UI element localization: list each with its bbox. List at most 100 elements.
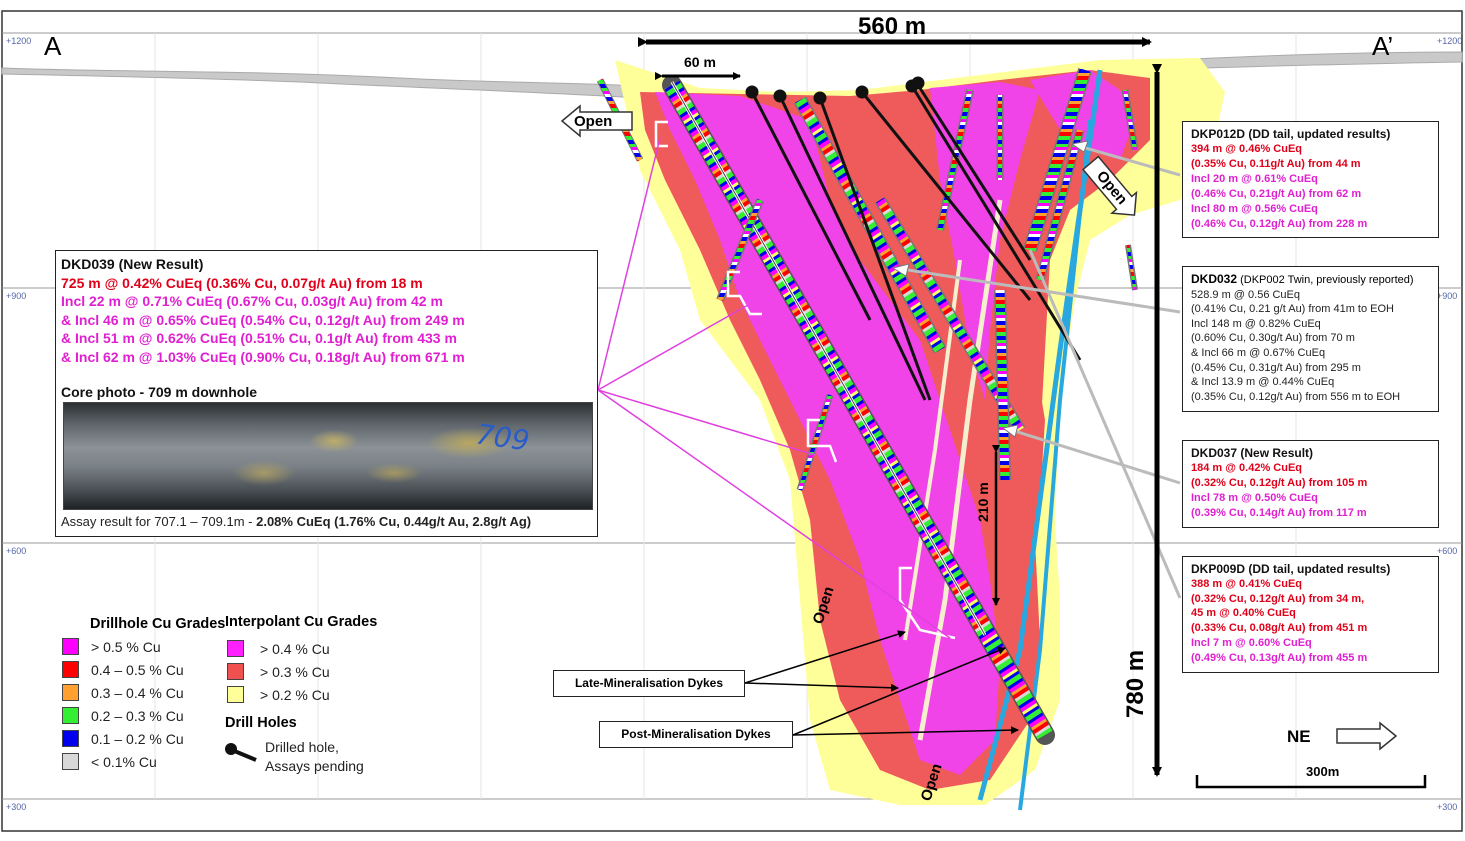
label-a-prime: A’ xyxy=(1372,31,1393,61)
legend-drillhole-item: 0.2 – 0.3 % Cu xyxy=(62,707,184,725)
ne-arrow xyxy=(1336,721,1398,751)
elev-1200-right: +1200 xyxy=(1437,36,1462,46)
elev-600-left: +600 xyxy=(6,546,26,556)
legend-interp-item: > 0.3 % Cu xyxy=(227,663,330,681)
legend-swatch xyxy=(62,661,79,679)
legend-interp-item: > 0.2 % Cu xyxy=(227,686,330,704)
scale-bar xyxy=(1195,775,1427,789)
elev-300-left: +300 xyxy=(6,802,26,812)
dimension-arrows xyxy=(638,37,1162,777)
legend-label: > 0.2 % Cu xyxy=(260,686,330,703)
legend-swatch xyxy=(62,707,79,725)
depth-780-label: 780 m xyxy=(1122,650,1149,718)
assay-value: 2.08% CuEq (1.76% Cu, 0.44g/t Au, 2.8g/t… xyxy=(256,514,532,529)
assay-prefix: Assay result for 707.1 – 709.1m - xyxy=(61,514,257,529)
dkp012d-line-3: (0.46% Cu, 0.21g/t Au) from 62 m xyxy=(1191,188,1362,200)
legend-drillhole-title: Drillhole Cu Grades xyxy=(90,616,226,632)
legend-label: > 0.4 % Cu xyxy=(260,640,330,657)
dkd039-line1: 725 m @ 0.42% CuEq (0.36% Cu, 0.07g/t Au… xyxy=(61,274,423,291)
late-dykes-label: Late-Mineralisation Dykes xyxy=(553,670,745,697)
dkd039-centerline-outline xyxy=(671,81,986,636)
open-label-left: Open xyxy=(574,113,612,130)
legend-interp-item: > 0.4 % Cu xyxy=(227,640,330,658)
dkp009d-line-1: (0.32% Cu, 0.12g/t Au) from 34 m, xyxy=(1191,592,1365,605)
legend-swatch xyxy=(62,638,79,656)
legend-swatch xyxy=(62,753,79,771)
legend-drillhole-item: 0.1 – 0.2 % Cu xyxy=(62,730,184,748)
dykes xyxy=(903,69,1103,811)
depth-210-label: 210 m xyxy=(975,482,991,522)
legend-drilled-line1: Drilled hole, xyxy=(265,739,339,755)
elev-600-right: +600 xyxy=(1437,546,1457,556)
dkd039-line4: & Incl 51 m @ 0.62% CuEq (0.51% Cu, 0.1g… xyxy=(61,330,457,346)
dkd037-callout: DKD037 (New Result) 184 m @ 0.42% CuEq (… xyxy=(1182,440,1439,528)
width-560-label: 560 m xyxy=(858,13,926,40)
open-arrow-right xyxy=(1081,155,1138,216)
interp-high-zone-a xyxy=(655,92,1000,775)
label-a: A xyxy=(44,31,62,61)
pending-drillholes xyxy=(745,76,1082,401)
dkd032-line-1: (0.41% Cu, 0.21 g/t Au) from 41m to EOH xyxy=(1191,303,1394,316)
dkp009d-line-2: 45 m @ 0.40% CuEq xyxy=(1191,607,1296,620)
drilled-hole-symbol xyxy=(225,743,257,762)
legend-drillhole-item: 0.3 – 0.4 % Cu xyxy=(62,684,184,702)
legend-label: 0.4 – 0.5 % Cu xyxy=(91,661,184,678)
legend-label: > 0.5 % Cu xyxy=(91,638,161,655)
legend-label: > 0.3 % Cu xyxy=(260,663,330,680)
core-photo-mark: 709 xyxy=(473,417,532,458)
dkp012d-line-1: (0.35% Cu, 0.11g/t Au) from 44 m xyxy=(1191,158,1361,170)
elev-900-left: +900 xyxy=(6,291,26,301)
legend-drillhole-item: > 0.5 % Cu xyxy=(62,638,161,656)
width-60-label: 60 m xyxy=(684,54,716,70)
leader-lines xyxy=(597,137,951,639)
dkd032-subtitle: (DKP002 Twin, previously reported) xyxy=(1237,274,1414,286)
other-drillholes xyxy=(596,67,1139,492)
legend-swatch xyxy=(227,686,244,704)
dkd037-title: DKD037 (New Result) xyxy=(1191,446,1314,460)
core-photo: 709 xyxy=(63,402,593,510)
dkd032-line-6: & Incl 13.9 m @ 0.44% CuEq xyxy=(1191,376,1335,389)
interp-mid-zone-d xyxy=(1000,330,1045,560)
dkd037-line-2: Incl 78 m @ 0.50% CuEq xyxy=(1191,492,1318,504)
dkd032-line-5: (0.45% Cu, 0.31g/t Au) from 295 m xyxy=(1191,361,1361,374)
legend-drilled-line2: Assays pending xyxy=(265,758,364,774)
dkp012d-line-4: Incl 80 m @ 0.56% CuEq xyxy=(1191,203,1318,215)
dkp009d-callout: DKP009D (DD tail, updated results) 388 m… xyxy=(1182,556,1439,673)
post-min-dyke-2 xyxy=(1018,119,1092,811)
legend-label: 0.3 – 0.4 % Cu xyxy=(91,684,184,701)
dkd037-line-0: 184 m @ 0.42% CuEq xyxy=(1191,462,1302,474)
dkd037-line-3: (0.39% Cu, 0.14g/t Au) from 117 m xyxy=(1191,507,1367,519)
elev-300-right: +300 xyxy=(1437,802,1457,812)
legend-label: < 0.1% Cu xyxy=(91,753,157,770)
dkd032-line-3: (0.60% Cu, 0.30g/t Au) from 70 m xyxy=(1191,332,1355,345)
legend-drillhole-item: 0.4 – 0.5 % Cu xyxy=(62,661,184,679)
elev-1200-left: +1200 xyxy=(6,36,31,46)
dkp009d-line-0: 388 m @ 0.41% CuEq xyxy=(1191,577,1302,590)
elev-900-right: +900 xyxy=(1437,291,1457,301)
dyke-pointers xyxy=(744,630,1019,736)
dkd032-line-0: 528.9 m @ 0.56 CuEq xyxy=(1191,288,1301,301)
legend-swatch xyxy=(227,663,244,681)
late-dykes-text: Late-Mineralisation Dykes xyxy=(574,676,724,690)
leader-arrowheads xyxy=(891,140,1089,438)
core-photo-caption: Core photo - 709 m downhole xyxy=(61,384,258,400)
assay-result: Assay result for 707.1 – 709.1m - 2.08% … xyxy=(61,514,531,529)
legend-drillhole-item: < 0.1% Cu xyxy=(62,753,157,771)
dkp012d-title: DKP012D (DD tail, updated results) xyxy=(1191,127,1391,141)
dkd032-line-4: & Incl 66 m @ 0.67% CuEq xyxy=(1191,346,1326,359)
legend-swatch xyxy=(227,640,244,658)
dkd032-line-2: Incl 148 m @ 0.82% CuEq xyxy=(1191,317,1321,330)
post-dykes-label: Post-Mineralisation Dykes xyxy=(599,721,793,748)
legend-swatch xyxy=(62,684,79,702)
dkp009d-line-3: (0.33% Cu, 0.08g/t Au) from 451 m xyxy=(1191,622,1368,635)
dkp012d-line-5: (0.46% Cu, 0.12g/t Au) from 228 m xyxy=(1191,218,1368,230)
dkd039-line5: & Incl 62 m @ 1.03% CuEq (0.90% Cu, 0.18… xyxy=(61,348,465,365)
dkp012d-line-2: Incl 20 m @ 0.61% CuEq xyxy=(1191,173,1318,185)
legend-swatch xyxy=(62,730,79,748)
dkp009d-title: DKP009D (DD tail, updated results) xyxy=(1191,562,1391,576)
direction-label: NE xyxy=(1287,727,1311,746)
dkd032-line-7: (0.35% Cu, 0.12g/t Au) from 556 m to EOH xyxy=(1191,390,1401,403)
post-dykes-text: Post-Mineralisation Dykes xyxy=(621,727,771,741)
legend-drill-title: Drill Holes xyxy=(225,715,297,731)
